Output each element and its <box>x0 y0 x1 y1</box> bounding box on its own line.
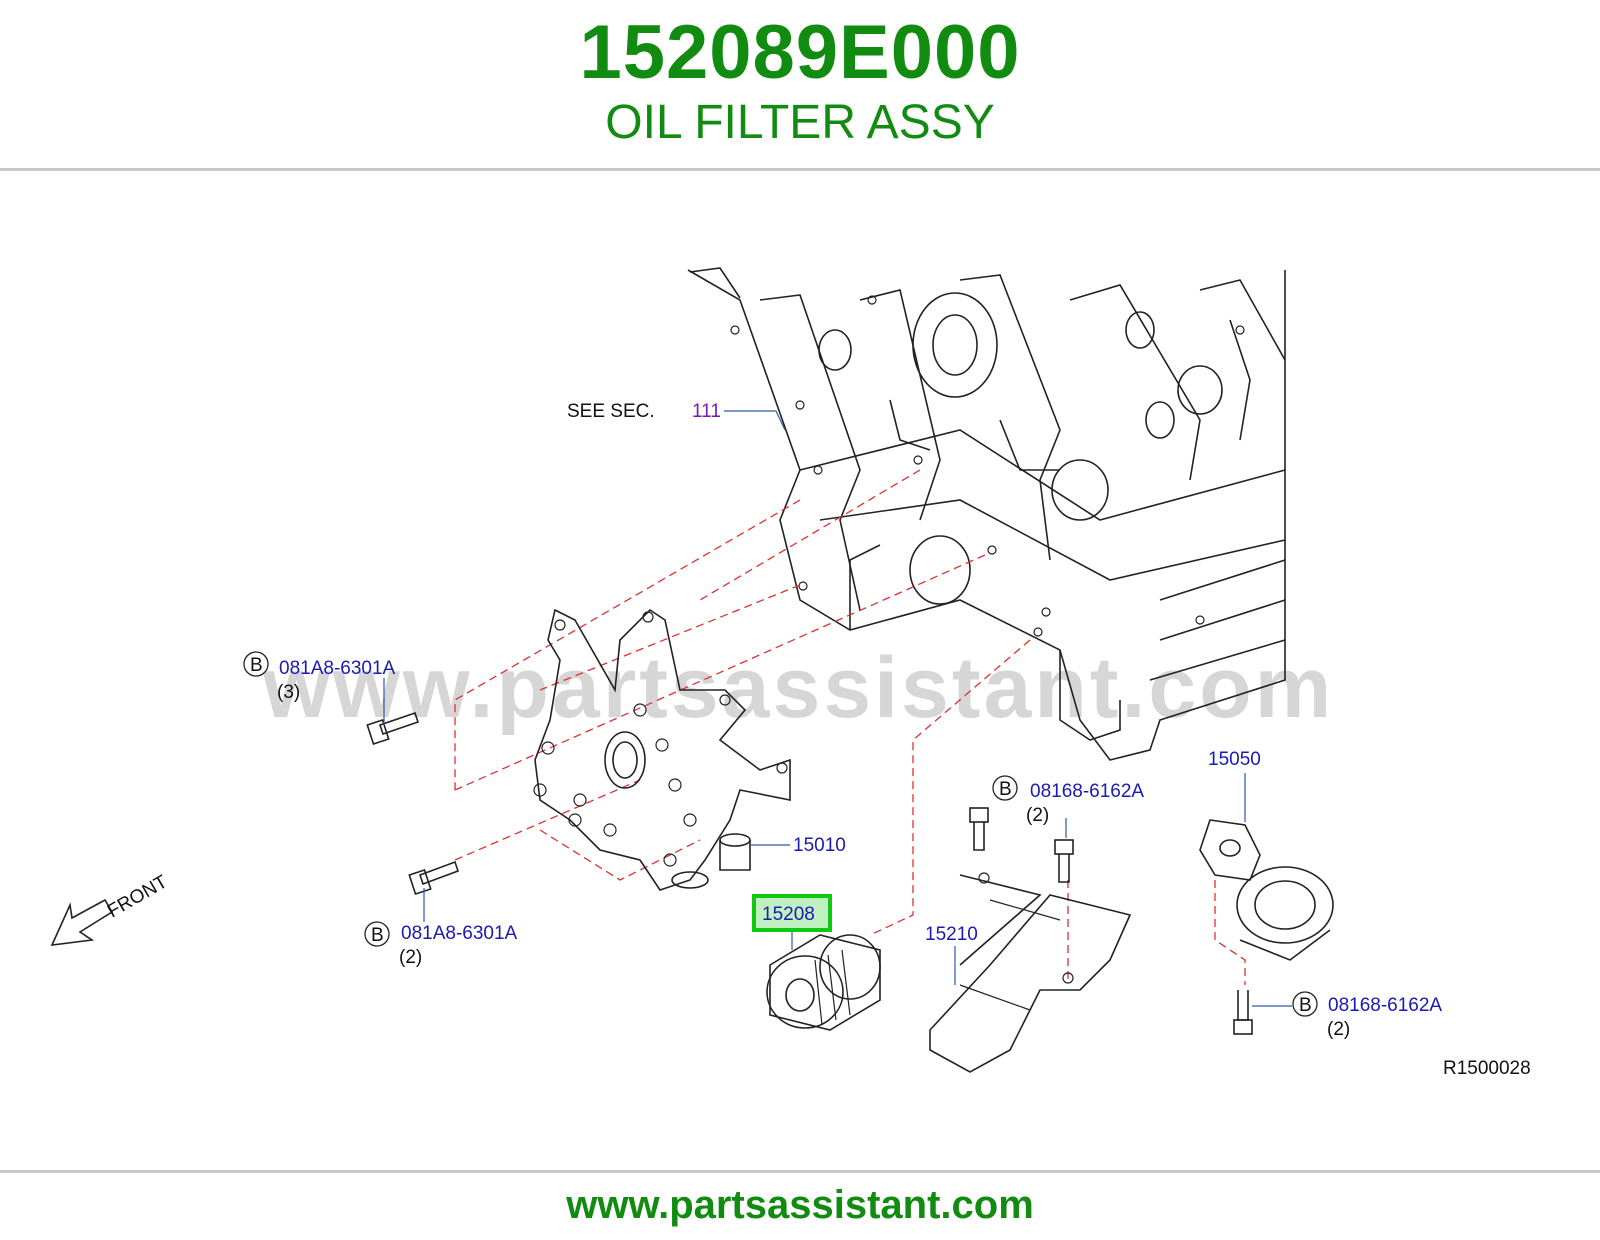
oil-filter-bracket-drawing <box>533 608 791 891</box>
callout-badge-b <box>364 921 390 947</box>
oil-cooler-drawing <box>1199 819 1334 961</box>
callout-bolt-upper: B 081A8-6301A (3) <box>243 651 396 725</box>
see-sec-leader-line <box>724 410 786 431</box>
highlight-box-15208 <box>752 894 832 932</box>
front-arrow-icon <box>50 898 114 946</box>
footer-divider <box>0 1170 1600 1173</box>
callout-badge-letter: B <box>999 779 1012 800</box>
callout-cooler-bolt: B 08168-6162A (2) <box>1252 991 1442 1040</box>
header: 152089E000 OIL FILTER ASSY <box>0 0 1600 168</box>
callout-quantity: (2) <box>1327 1019 1350 1040</box>
part-label-15050[interactable]: 15050 <box>1208 749 1261 770</box>
part-number-title: 152089E000 <box>579 10 1021 95</box>
part-label-15208-highlighted[interactable]: 15208 <box>762 904 815 925</box>
diagram-code: R1500028 <box>1443 1058 1531 1079</box>
parts-diagram: www.partsassistant.com <box>0 171 1600 1170</box>
callout-badge-letter: B <box>371 925 384 946</box>
callout-bracket-bolt: B 08168-6162A (2) <box>992 775 1144 838</box>
bolt-bracket-right-drawing <box>1054 839 1074 883</box>
see-sec-link-111[interactable]: 111 <box>692 401 721 422</box>
bolt-lower-left-drawing <box>408 860 460 895</box>
engine-block-drawing <box>687 267 1286 761</box>
callout-part-code-link[interactable]: 081A8-6301A <box>279 658 396 679</box>
footer-website-link[interactable]: www.partsassistant.com <box>566 1183 1034 1227</box>
bolt-15050-drawing <box>1233 990 1253 1035</box>
callout-badge-b <box>243 651 269 677</box>
oil-filter-cartridge-drawing <box>766 934 881 1031</box>
callout-bolt-lower: B 081A8-6301A (2) <box>364 888 518 968</box>
part-label-15010[interactable]: 15010 <box>793 835 846 856</box>
bolt-bracket-left-drawing <box>969 807 989 851</box>
callout-quantity: (2) <box>399 947 422 968</box>
callout-part-code-link[interactable]: 08168-6162A <box>1030 781 1144 802</box>
watermark-text: www.partsassistant.com <box>262 640 1334 736</box>
see-sec-label: SEE SEC. <box>567 401 655 422</box>
header-divider <box>0 168 1600 171</box>
bolt-upper-left-drawing <box>366 711 420 745</box>
callout-badge-b <box>1292 991 1318 1017</box>
callout-part-code-link[interactable]: 08168-6162A <box>1328 995 1442 1016</box>
callout-quantity: (3) <box>277 682 300 703</box>
part-label-15210[interactable]: 15210 <box>925 924 978 945</box>
callout-badge-letter: B <box>1299 995 1312 1016</box>
front-label: FRONT <box>104 871 172 922</box>
callout-part-code-link[interactable]: 081A8-6301A <box>401 923 518 944</box>
callout-quantity: (2) <box>1026 805 1049 826</box>
baffle-plate-drawing <box>929 872 1132 1073</box>
callout-badge-b <box>992 775 1018 801</box>
part-name-subtitle: OIL FILTER ASSY <box>605 96 995 149</box>
callout-badge-letter: B <box>250 655 263 676</box>
